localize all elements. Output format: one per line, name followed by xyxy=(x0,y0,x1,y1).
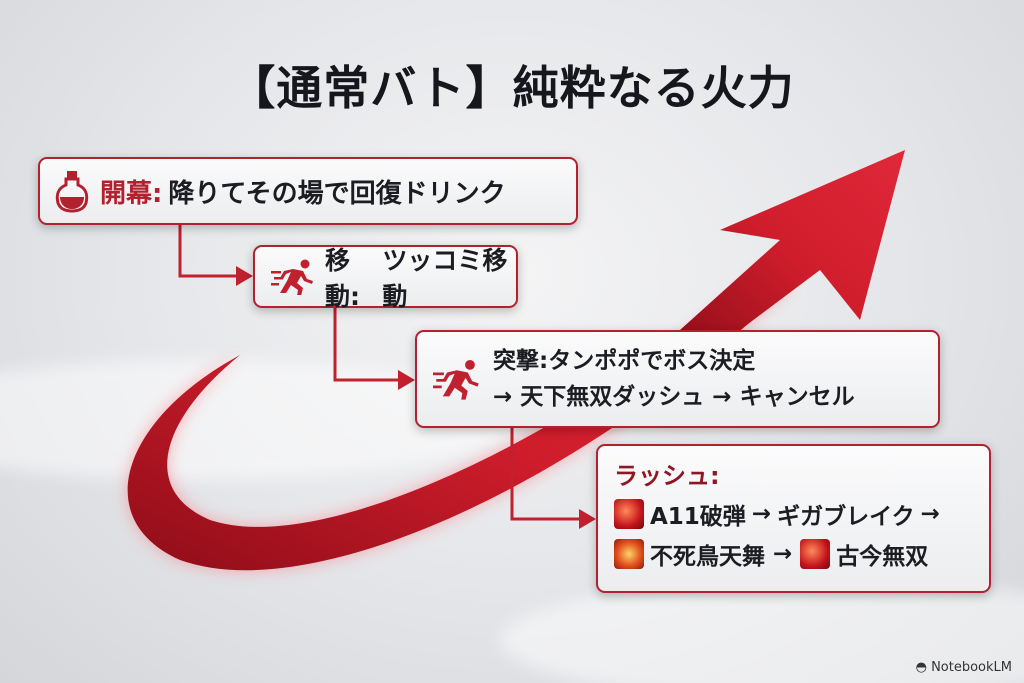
step-text: 降りてその場で回復ドリンク xyxy=(168,178,506,209)
arrow-text: → xyxy=(773,541,793,567)
skill-name: 不死鳥天舞 xyxy=(650,544,765,570)
arrow-text: → xyxy=(920,501,940,527)
step-text: ツッコミ移動 xyxy=(382,245,508,311)
dashing-person-icon xyxy=(433,359,479,400)
step-label: 開幕: xyxy=(100,178,163,209)
step-label: ラッシュ: xyxy=(614,462,720,490)
slash-skill-icon xyxy=(800,539,831,569)
sword-skill-icon xyxy=(614,499,644,529)
arrow-text: → xyxy=(751,501,772,527)
step-rush: ラッシュ: A11破弾 → ギガブレイク → 不死鳥天舞 → 古今無双 xyxy=(596,444,991,593)
running-person-icon xyxy=(271,259,313,295)
skill-name: A11破弾 xyxy=(650,504,746,530)
notebooklm-watermark: ◓ NotebookLM xyxy=(915,660,1012,675)
step-text-line2: → 天下無双ダッシュ → キャンセル xyxy=(493,384,855,410)
watermark-text: NotebookLM xyxy=(931,660,1012,675)
skill-name: ギガブレイク xyxy=(777,504,915,530)
step-opening: 開幕: 降りてその場で回復ドリンク xyxy=(38,157,578,225)
page-title: 【通常バト】純粋なる火力 xyxy=(229,61,795,115)
step-text: タンポポでボス決定 xyxy=(548,348,756,374)
skill-name: 古今無双 xyxy=(836,544,929,570)
phoenix-skill-icon xyxy=(614,539,644,569)
step-charge: 突撃:タンポポでボス決定 → 天下無双ダッシュ → キャンセル xyxy=(415,330,940,428)
step-label: 移動: xyxy=(325,245,360,311)
potion-icon xyxy=(55,171,89,213)
step-label: 突撃: xyxy=(493,348,549,374)
step-move: 移動: ツッコミ移動 xyxy=(253,245,518,311)
